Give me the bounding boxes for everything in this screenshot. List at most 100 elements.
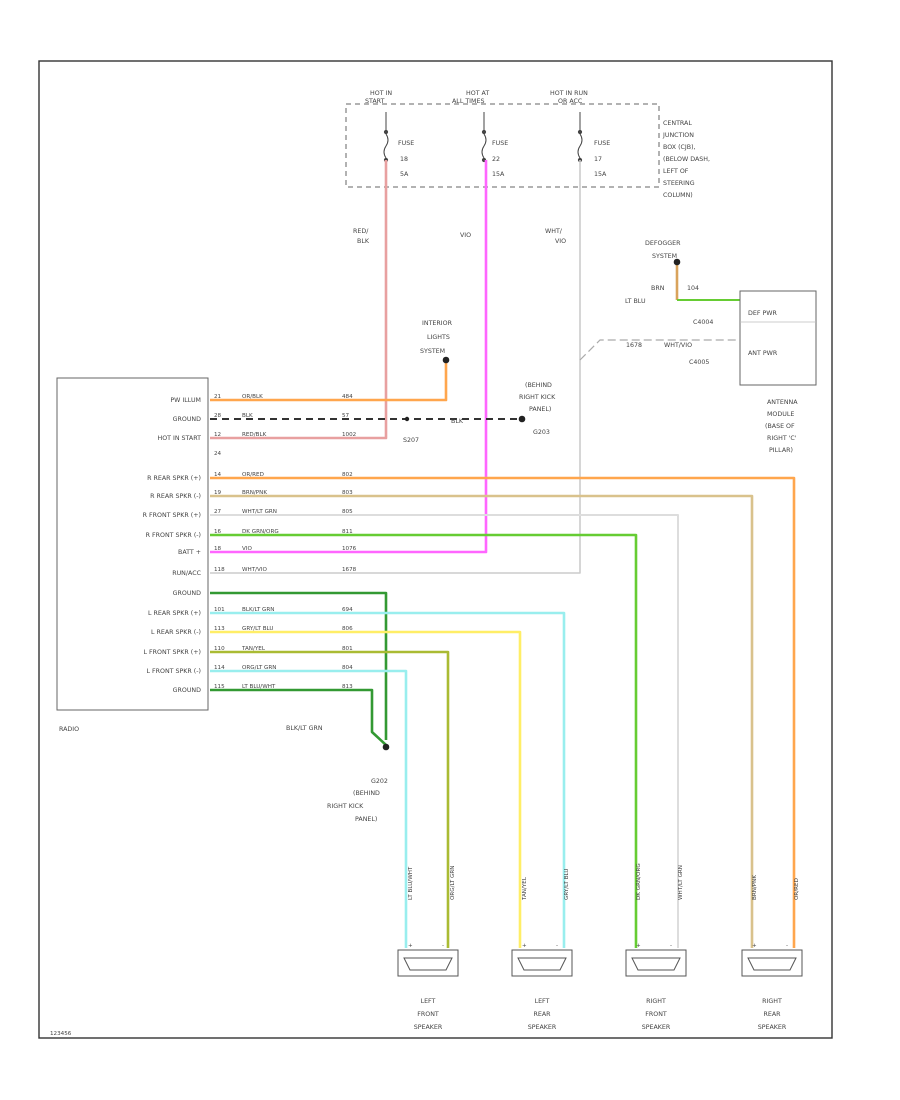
radio-pin-number: 28 [214, 413, 222, 419]
radio-wire-color: ORG/LT GRN [242, 665, 276, 671]
wire-or-blk-illum [210, 360, 448, 402]
speaker-wire-label: ORG/LT GRN [450, 866, 456, 900]
svg-text:CENTRAL: CENTRAL [663, 120, 692, 127]
speaker-wire-label: OR/RED [794, 878, 800, 900]
radio-wire-circuit: 804 [342, 665, 353, 671]
svg-text:SYSTEM: SYSTEM [652, 253, 677, 260]
svg-text:G202: G202 [371, 778, 388, 785]
radio-pin-label: L REAR SPKR (+) [148, 610, 201, 617]
radio-pin-label: L FRONT SPKR (-) [146, 668, 201, 675]
svg-text:C4004: C4004 [693, 319, 713, 326]
radio-pin-number: 21 [214, 394, 222, 400]
svg-text:MODULE: MODULE [767, 411, 794, 418]
source-hot-at-all-times-line1: HOT AT [466, 90, 489, 97]
radio-pin-label: R FRONT SPKR (+) [143, 512, 201, 519]
radio-wire-circuit: 811 [342, 529, 353, 535]
wire-label-vio: VIO [460, 232, 471, 239]
source-hot-in-start-line1: HOT IN [370, 90, 392, 97]
svg-text:LT BLU: LT BLU [625, 298, 646, 305]
wire-blk-lt-grn-ground [210, 688, 387, 746]
speaker-label: LEFT [421, 998, 436, 1005]
radio-wire-color: GRY/LT BLU [242, 626, 273, 632]
radio-pin-label: R REAR SPKR (-) [150, 493, 201, 500]
fuse-18-number: 18 [400, 156, 408, 163]
ground-wire-label: BLK [451, 418, 464, 425]
wire-lt-blu-wht [210, 669, 408, 948]
radio-wire-color: OR/RED [242, 472, 264, 478]
radio-pin-label: R REAR SPKR (+) [147, 475, 201, 482]
radio-wire-circuit: 694 [342, 607, 353, 613]
svg-text:104: 104 [687, 285, 699, 292]
speaker-label: FRONT [417, 1011, 439, 1018]
svg-text:RIGHT 'C': RIGHT 'C' [767, 435, 797, 442]
radio-wire-circuit: 805 [342, 509, 353, 515]
svg-text:(BEHIND: (BEHIND [525, 382, 552, 389]
speaker-label: REAR [763, 1011, 781, 1018]
radio-wire-color: TAN/YEL [241, 646, 266, 652]
radio-wire-color: WHT/LT GRN [242, 509, 277, 515]
radio-pin-number: 18 [214, 546, 222, 552]
wire-l-rear-neg [210, 611, 566, 948]
wire-red-blk [210, 160, 388, 440]
wire-label-wht-vio-2: VIO [555, 238, 566, 245]
speaker-wire-label: TAN/YEL [522, 876, 528, 901]
radio-wire-circuit: 803 [342, 490, 353, 496]
speaker-label: SPEAKER [414, 1024, 443, 1031]
svg-text:+: + [522, 943, 527, 949]
radio-wire-color: DK GRN/ORG [242, 529, 279, 535]
source-hot-in-run-line1: HOT IN RUN [550, 90, 588, 97]
svg-text:INTERIOR: INTERIOR [422, 320, 453, 327]
wire-label-red-blk-2: BLK [357, 238, 370, 245]
radio-pin-number: 118 [214, 567, 225, 573]
radio-pin-number: 12 [214, 432, 221, 438]
svg-text:-: - [786, 943, 788, 949]
radio-wire-color: BLK/LT GRN [242, 607, 274, 613]
diagram-frame [38, 60, 833, 1039]
svg-text:(BEHIND: (BEHIND [353, 790, 380, 797]
svg-text:PANEL): PANEL) [355, 816, 377, 823]
radio-wire-color: VIO [242, 546, 252, 552]
radio-wire-circuit: 806 [342, 626, 353, 632]
antenna-pin-ant-pwr: ANT PWR [748, 350, 778, 357]
radio-pin-label: HOT IN START [157, 435, 201, 442]
radio-wire-color: OR/BLK [242, 394, 263, 400]
svg-text:-: - [442, 943, 444, 949]
radio-pin-number: 24 [214, 451, 222, 457]
speaker-label: SPEAKER [758, 1024, 787, 1031]
radio-pin-number: 113 [214, 626, 225, 632]
radio-pin-label: RUN/ACC [172, 570, 201, 577]
speaker-label: SPEAKER [528, 1024, 557, 1031]
svg-text:SYSTEM: SYSTEM [420, 348, 445, 355]
radio-wire-color: RED/BLK [242, 432, 267, 438]
svg-text:+: + [636, 943, 641, 949]
svg-text:+: + [408, 943, 413, 949]
ground-g203: S207 BLK (BEHIND RIGHT KICK PANEL) G203 [403, 382, 556, 444]
svg-text:JUNCTION: JUNCTION [662, 132, 694, 139]
wire-r-rear-neg [210, 494, 754, 948]
svg-text:WHT/VIO: WHT/VIO [664, 342, 692, 349]
wire-l-front-pos [210, 630, 522, 948]
antenna-module: DEF PWR ANT PWR ANTENNA MODULE (BASE OF … [739, 290, 817, 454]
svg-text:C4005: C4005 [689, 359, 709, 366]
central-junction-box: HOT IN START FUSE 18 5A HOT AT ALL TIMES… [345, 90, 710, 199]
radio-pin-label: PW ILLUM [170, 397, 201, 404]
radio-pin-number: 16 [214, 529, 222, 535]
radio-pin-number: 110 [214, 646, 225, 652]
source-hot-in-start-line2: START [365, 98, 385, 105]
wires [210, 160, 796, 948]
radio-pin-number: 27 [214, 509, 222, 515]
radio-wire-circuit: 801 [342, 646, 353, 652]
radio-pin-number: 115 [214, 684, 225, 690]
svg-text:STEERING: STEERING [663, 180, 695, 187]
antenna-pin-def-pwr: DEF PWR [748, 310, 777, 317]
wire-l-front-neg [210, 650, 450, 948]
